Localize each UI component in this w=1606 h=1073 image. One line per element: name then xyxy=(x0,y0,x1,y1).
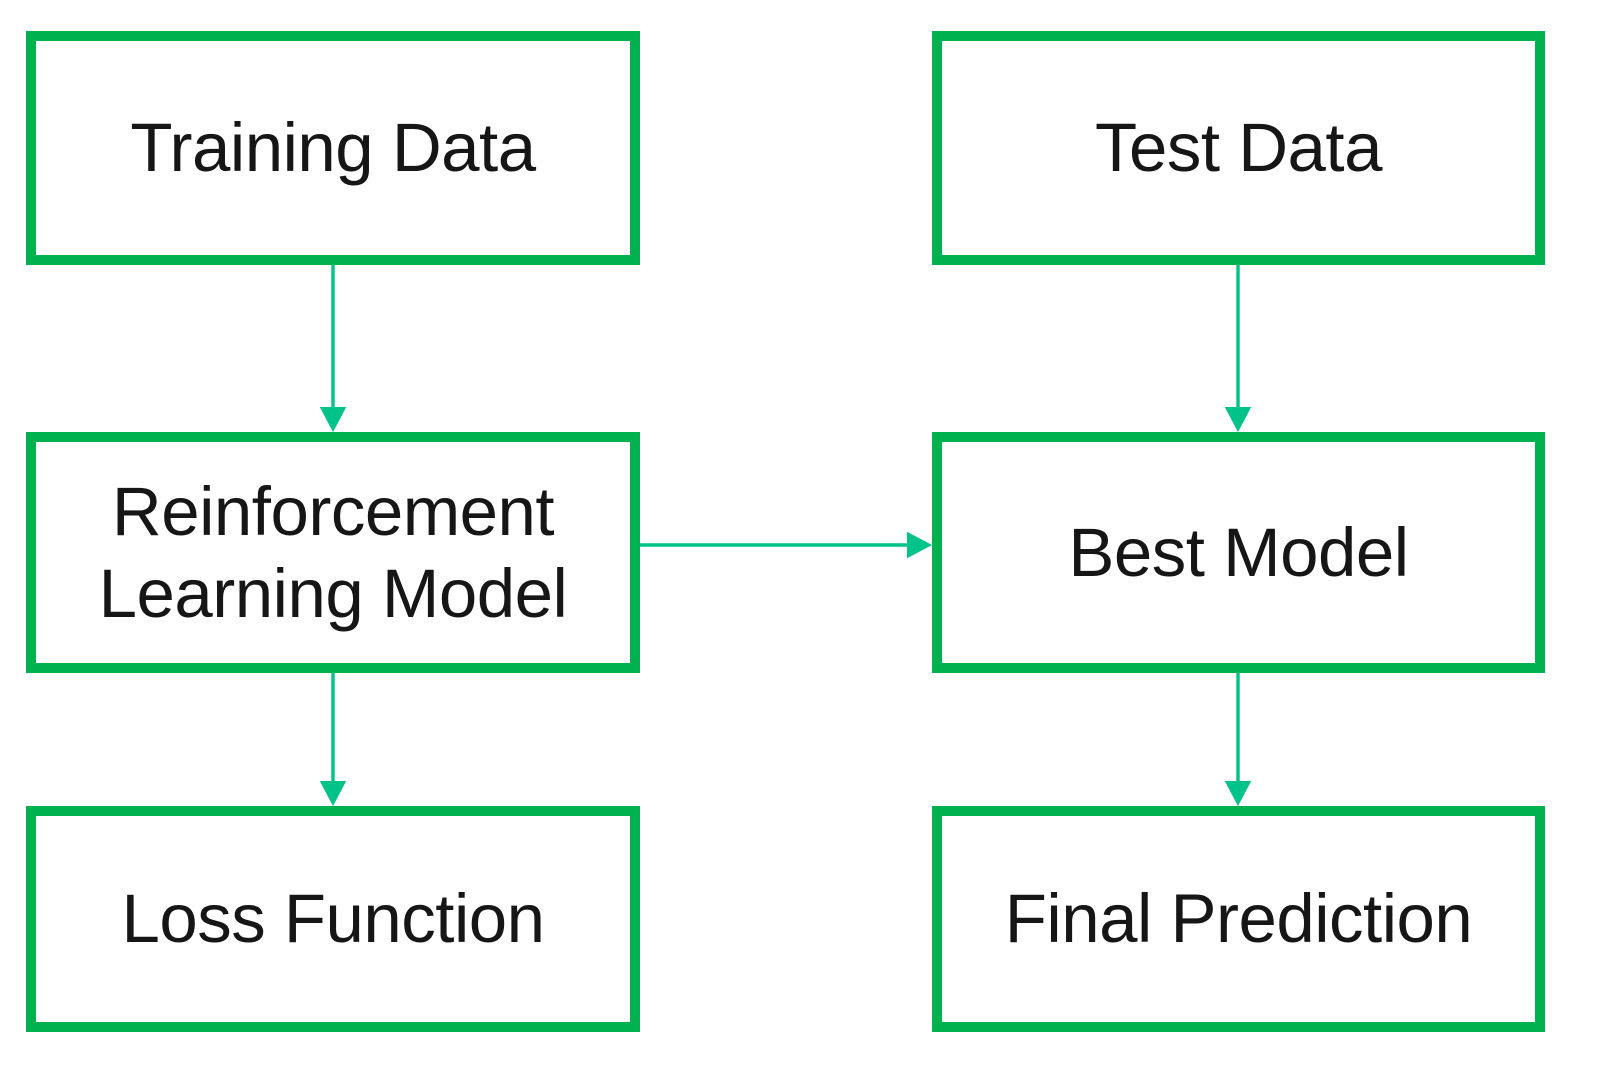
node-final-prediction-label: Final Prediction xyxy=(1004,880,1473,958)
node-reinforcement-learning-model-label: Reinforcement Learning Model xyxy=(98,473,568,632)
node-loss-function[interactable]: Loss Function xyxy=(26,806,640,1032)
node-test-data[interactable]: Test Data xyxy=(932,31,1545,265)
node-best-model-label: Best Model xyxy=(1068,513,1409,591)
node-final-prediction[interactable]: Final Prediction xyxy=(932,806,1545,1032)
node-loss-function-label: Loss Function xyxy=(121,880,545,958)
node-reinforcement-learning-model[interactable]: Reinforcement Learning Model xyxy=(26,432,640,673)
node-best-model[interactable]: Best Model xyxy=(932,432,1545,673)
node-training-data[interactable]: Training Data xyxy=(26,31,640,265)
node-training-data-label: Training Data xyxy=(130,109,536,187)
node-test-data-label: Test Data xyxy=(1095,109,1382,187)
